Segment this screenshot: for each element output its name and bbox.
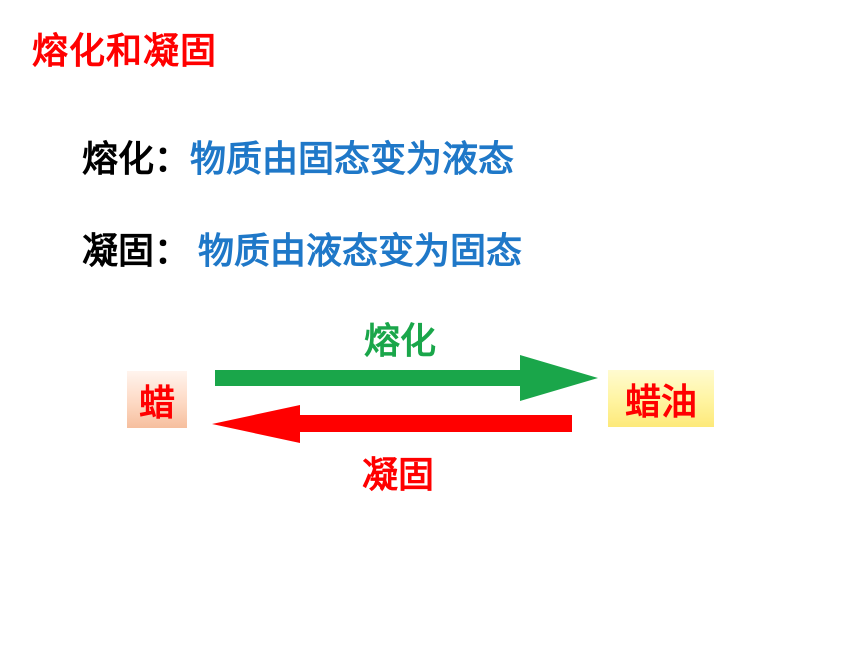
definition-term: 凝固： xyxy=(82,231,191,272)
page-title: 熔化和凝固 xyxy=(32,31,218,72)
definition-description: 物质由液态变为固态 xyxy=(198,231,523,272)
wax-oil-box: 蜡油 xyxy=(608,370,714,427)
solidification-label: 凝固 xyxy=(362,455,435,496)
solidification-arrow-icon xyxy=(212,405,572,443)
melting-label: 熔化 xyxy=(364,321,437,362)
definition-melting: 熔化：物质由固态变为液态 xyxy=(82,130,514,182)
wax-box: 蜡 xyxy=(127,371,187,428)
definition-solidification: 凝固：物质由液态变为固态 xyxy=(82,222,522,274)
melting-arrow-icon xyxy=(215,355,598,401)
definition-description: 物质由固态变为液态 xyxy=(190,139,515,180)
definition-term: 熔化： xyxy=(82,139,191,180)
